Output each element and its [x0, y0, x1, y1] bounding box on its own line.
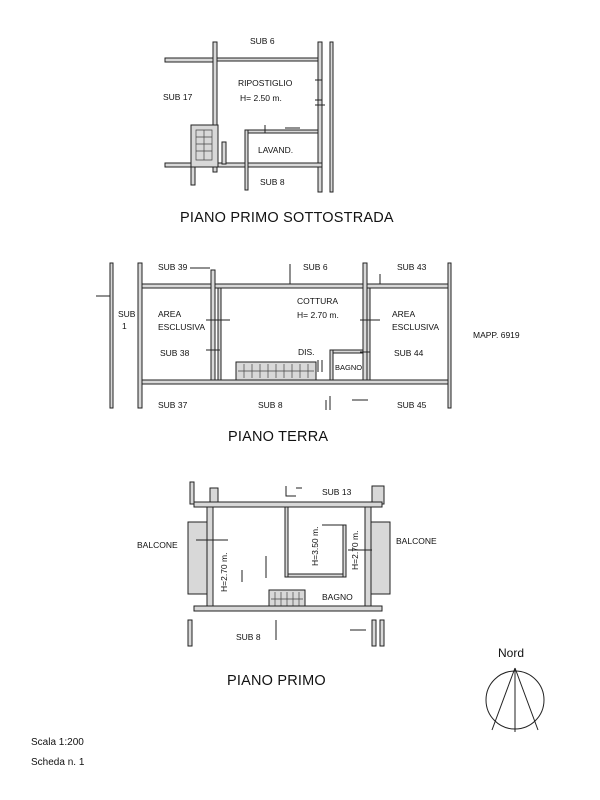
basement-top-wall — [216, 57, 319, 62]
basement-label-sub17: SUB 17 — [163, 92, 193, 102]
basement-right-outer-wall — [329, 41, 334, 193]
first-upper-left-post — [189, 481, 195, 505]
ground-label-sub8: SUB 8 — [258, 400, 283, 410]
ground-label-sub44: SUB 44 — [394, 348, 424, 358]
first-upper-right-block — [371, 485, 385, 505]
basement-top-wall-left — [164, 57, 216, 63]
basement-left-wall — [212, 41, 218, 173]
first-upper-marks — [285, 486, 302, 497]
ground-label-bagno: BAGNO — [335, 363, 362, 372]
first-label-height-center: H=3.50 m. — [310, 527, 320, 566]
ground-left-divider — [210, 269, 216, 381]
sheet-label: Scheda n. 1 — [31, 757, 85, 768]
first-label-bagno: BAGNO — [322, 592, 353, 602]
basement-inner-post — [221, 141, 227, 165]
ground-label-height: H= 2.70 m. — [297, 310, 339, 320]
first-label-height-left: H=2.70 m. — [219, 553, 229, 592]
ground-label-dis: DIS. — [298, 347, 315, 357]
ground-left-outer-wall — [109, 262, 114, 409]
basement-floor-title: PIANO PRIMO SOTTOSTRADA — [180, 210, 394, 226]
ground-label-mapp: MAPP. 6919 — [473, 330, 520, 340]
ground-floor-title: PIANO TERRA — [228, 429, 328, 445]
ground-label-sub37: SUB 37 — [158, 400, 188, 410]
ground-right-divider-inner — [366, 287, 371, 381]
ground-label-sub45: SUB 45 — [397, 400, 427, 410]
basement-bottom-wall — [164, 162, 323, 168]
first-lower-right-post-2 — [379, 619, 385, 647]
first-bagno-top-wall — [287, 573, 347, 578]
ground-label-sub38: SUB 38 — [160, 348, 190, 358]
ground-label-sub43: SUB 43 — [397, 262, 427, 272]
ground-label-area-left-a: AREA — [158, 309, 181, 319]
lavand-left-wall — [244, 129, 249, 191]
ground-left-divider-inner — [217, 287, 222, 381]
first-floor-plan: SUB 13 BALCONE BALCONE H=2.70 m. H=3.50 … — [137, 481, 437, 689]
north-arrow: Nord — [485, 646, 545, 732]
lavand-door-marks — [264, 125, 300, 133]
first-left-balcony — [187, 521, 208, 595]
first-floor-title: PIANO PRIMO — [227, 673, 326, 689]
first-lower-left-post — [187, 619, 193, 647]
ground-label-sub6: SUB 6 — [303, 262, 328, 272]
first-central-partition — [284, 506, 289, 578]
ground-label-cottura: COTTURA — [297, 296, 338, 306]
basement-label-sub6: SUB 6 — [250, 36, 275, 46]
first-stair-steps — [271, 592, 303, 606]
basement-label-sub8: SUB 8 — [260, 177, 285, 187]
first-right-wall — [364, 506, 372, 610]
ground-right-divider — [362, 262, 368, 381]
basement-stair-post — [190, 166, 196, 186]
basement-label-height: H= 2.50 m. — [240, 93, 282, 103]
ground-label-area-right-b: ESCLUSIVA — [392, 322, 439, 332]
first-label-balcone-right: BALCONE — [396, 536, 437, 546]
lavand-top-wall — [244, 129, 319, 134]
ground-label-area-left-b: ESCLUSIVA — [158, 322, 205, 332]
ground-bagno-top-wall — [329, 349, 364, 354]
scale-label: Scala 1:200 — [31, 737, 84, 748]
basement-floor-plan: SUB 6 SUB 17 RIPOSTIGLIO H= 2.50 m. LAVA… — [163, 36, 394, 226]
ground-right-outer-wall — [447, 262, 452, 409]
first-door-marks — [196, 539, 372, 640]
ground-label-sub39: SUB 39 — [158, 262, 188, 272]
first-label-sub13: SUB 13 — [322, 487, 352, 497]
first-label-height-right: H=2.70 m. — [350, 531, 360, 570]
ground-bottom-band — [141, 379, 449, 385]
ground-top-band — [141, 283, 449, 289]
ground-left-wall — [137, 262, 143, 409]
basement-label-lavand: LAVAND. — [258, 145, 293, 155]
ground-floor-plan: SUB 39 SUB 6 SUB 43 SUB 1 AREA ESCLUSIVA… — [96, 262, 520, 445]
basement-right-wall-detail — [315, 79, 325, 106]
north-arrow-icon — [485, 667, 545, 732]
ground-door-marks — [190, 264, 381, 410]
basement-label-ripostiglio: RIPOSTIGLIO — [238, 78, 293, 88]
first-left-wall — [206, 506, 214, 610]
first-label-sub8: SUB 8 — [236, 632, 261, 642]
first-label-balcone-left: BALCONE — [137, 540, 178, 550]
first-top-wall — [193, 501, 383, 508]
first-right-balcony — [370, 521, 391, 595]
north-label: Nord — [498, 646, 524, 660]
basement-right-wall — [317, 41, 323, 193]
ground-label-area-right-a: AREA — [392, 309, 415, 319]
basement-stair-block — [190, 124, 219, 168]
ground-stair-steps — [238, 364, 314, 378]
first-lower-right-post — [371, 619, 377, 647]
basement-stair-steps — [195, 129, 213, 161]
first-bottom-wall — [193, 605, 383, 612]
ground-bagno-left-wall — [329, 349, 334, 381]
ground-right-door-marks — [360, 319, 380, 353]
ground-label-sub1-a: SUB — [118, 309, 136, 319]
ground-label-sub1-b: 1 — [122, 321, 127, 331]
first-right-partition — [342, 524, 347, 578]
